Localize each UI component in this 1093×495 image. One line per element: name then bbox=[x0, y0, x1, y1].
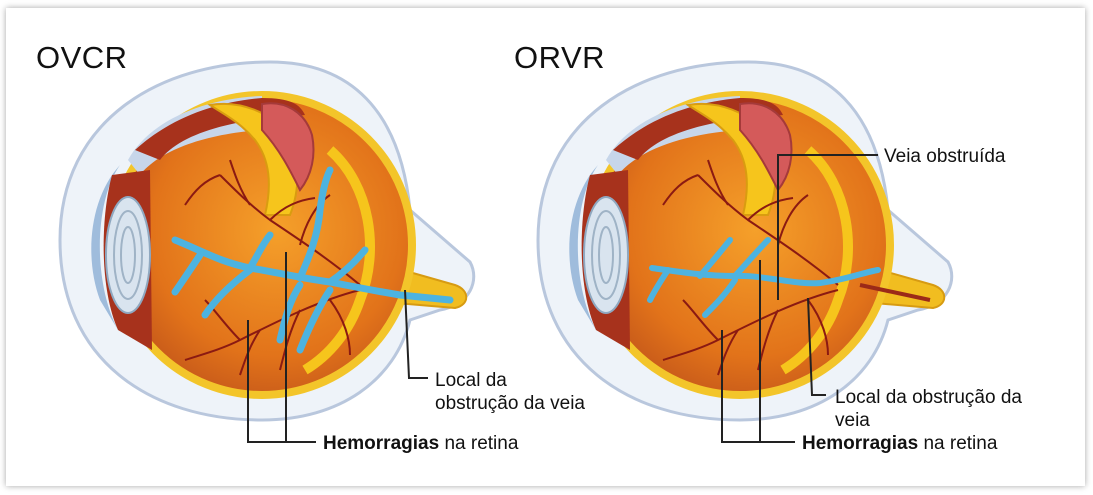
left-hemorrhage-bold: Hemorragias bbox=[323, 433, 439, 454]
right-obstruction-line1: Local da obstrução da bbox=[835, 386, 1022, 409]
right-hemorrhage-rest: na retina bbox=[918, 433, 997, 454]
left-hemorrhage-label: Hemorragias na retina bbox=[323, 432, 518, 455]
left-diagram-title: OVCR bbox=[36, 40, 128, 76]
left-hemorrhage-rest: na retina bbox=[439, 433, 518, 454]
left-obstruction-label: Local da obstrução da veia bbox=[435, 369, 585, 415]
right-hemorrhage-label: Hemorragias na retina bbox=[802, 432, 997, 455]
right-obstruction-label: Local da obstrução da veia bbox=[835, 386, 1022, 432]
right-vein-label: Veia obstruída bbox=[884, 145, 1005, 168]
left-obstruction-line1: Local da bbox=[435, 369, 585, 392]
right-obstruction-line2: veia bbox=[835, 409, 1022, 432]
right-hemorrhage-bold: Hemorragias bbox=[802, 433, 918, 454]
right-diagram-title: ORVR bbox=[514, 40, 605, 76]
left-obstruction-line2: obstrução da veia bbox=[435, 392, 585, 415]
